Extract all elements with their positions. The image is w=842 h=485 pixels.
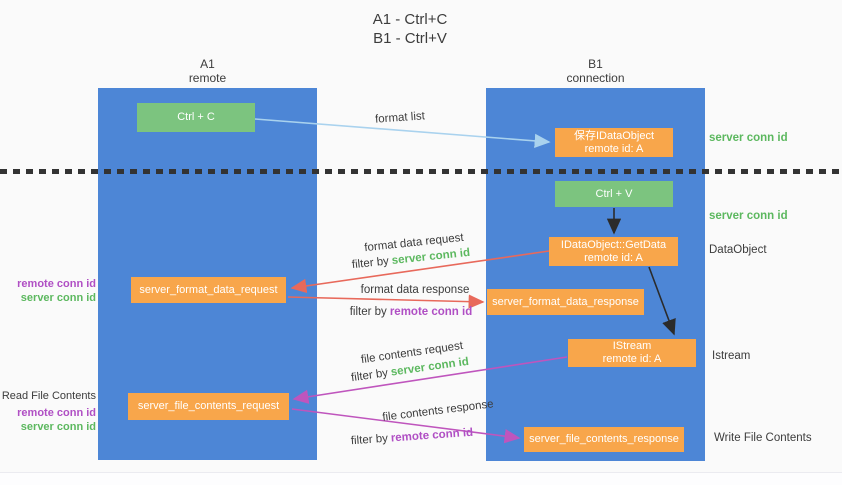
left-remote-conn-id-2: remote conn id [17, 407, 96, 419]
format-list-label: format list [374, 110, 426, 126]
save-idataobject-box: 保存IDataObject remote id: A [555, 128, 673, 157]
istream-side-label: Istream [712, 350, 751, 362]
column-a-header: A1 remote [98, 57, 317, 85]
server-file-contents-request-label: server_file_contents_request [137, 400, 280, 412]
format-data-response-label: format data response [360, 284, 470, 296]
ctrl-c-box: Ctrl + C [137, 103, 255, 132]
server-format-data-request-box: server_format_data_request [131, 277, 286, 303]
format-data-response-arrow [287, 294, 485, 309]
server-format-data-response-box: server_format_data_response [487, 289, 644, 315]
ctrl-v-label: Ctrl + V [595, 187, 633, 200]
server-format-data-response-label: server_format_data_response [492, 295, 639, 308]
remote-conn-id-text: remote conn id [390, 426, 474, 445]
left-conn-id-group-1: remote conn id server conn id [0, 277, 96, 305]
filter-by-text: filter by [350, 432, 389, 448]
left-conn-id-group-2: remote conn id server conn id [0, 406, 96, 434]
ctrl-v-box: Ctrl + V [555, 181, 673, 207]
left-server-conn-id-2: server conn id [20, 421, 96, 433]
save-idataobject-line1: 保存IDataObject [573, 129, 655, 142]
column-b-name: B1 [588, 57, 603, 71]
istream-box: IStream remote id: A [568, 339, 696, 367]
left-remote-conn-id-1: remote conn id [17, 278, 96, 290]
save-idataobject-line2: remote id: A [584, 142, 644, 155]
istream-line1: IStream [612, 340, 652, 352]
filter-by-text: filter by [349, 306, 387, 318]
diagram-title: A1 - Ctrl+C B1 - Ctrl+V [320, 10, 500, 48]
server-file-contents-response-box: server_file_contents_response [524, 427, 684, 452]
title-line-2: B1 - Ctrl+V [373, 30, 447, 47]
getdata-line2: remote id: A [584, 251, 643, 264]
idataobject-getdata-box: IDataObject::GetData remote id: A [549, 237, 678, 266]
column-a-name: A1 [200, 57, 215, 71]
dotted-separator-line [0, 169, 842, 174]
getdata-line1: IDataObject::GetData [560, 238, 667, 251]
write-file-contents-label: Write File Contents [714, 432, 812, 444]
filter-by-text: filter by [350, 367, 389, 385]
right-server-conn-id-2: server conn id [709, 210, 788, 222]
ctrl-c-label: Ctrl + C [177, 111, 215, 123]
right-server-conn-id-1: server conn id [709, 132, 788, 144]
filter-by-text: filter by [351, 255, 390, 272]
column-a-subtitle: remote [188, 71, 227, 85]
left-server-conn-id-1: server conn id [20, 292, 96, 304]
istream-line2: remote id: A [602, 353, 662, 365]
bottom-divider [0, 472, 842, 485]
title-line-1: A1 - Ctrl+C [372, 11, 448, 28]
read-file-contents-label: Read File Contents [1, 390, 96, 402]
file-contents-response-label: file contents response [381, 398, 495, 424]
column-b-subtitle: connection [566, 71, 625, 85]
remote-conn-id-text: remote conn id [389, 306, 473, 318]
column-b-header: B1 connection [486, 57, 705, 85]
server-file-contents-response-label: server_file_contents_response [529, 433, 679, 445]
server-format-data-request-label: server_format_data_request [139, 283, 278, 296]
server-file-contents-request-box: server_file_contents_request [128, 393, 289, 420]
dataobject-label: DataObject [709, 244, 767, 256]
